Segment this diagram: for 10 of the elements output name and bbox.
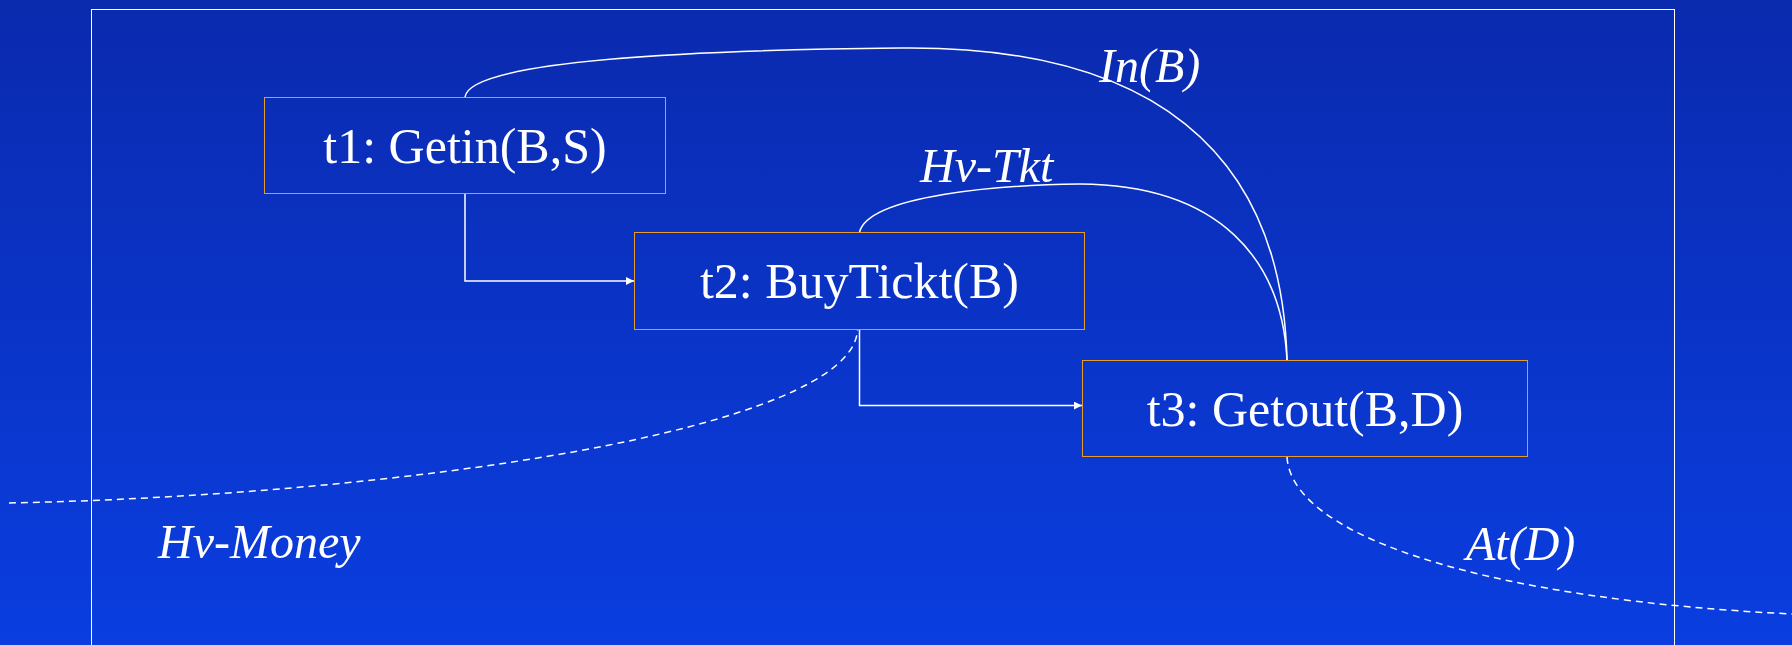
link-line — [1286, 456, 1792, 615]
step-box — [264, 97, 666, 194]
edge-label: Hv-Tkt — [920, 142, 1054, 190]
link-line — [8, 329, 859, 504]
arrow — [464, 193, 635, 285]
edge-label: Hv-Money — [158, 518, 361, 566]
step-box — [634, 232, 1085, 330]
arrow — [858, 329, 1083, 410]
step-box — [1082, 360, 1528, 457]
link-line — [858, 183, 1288, 361]
